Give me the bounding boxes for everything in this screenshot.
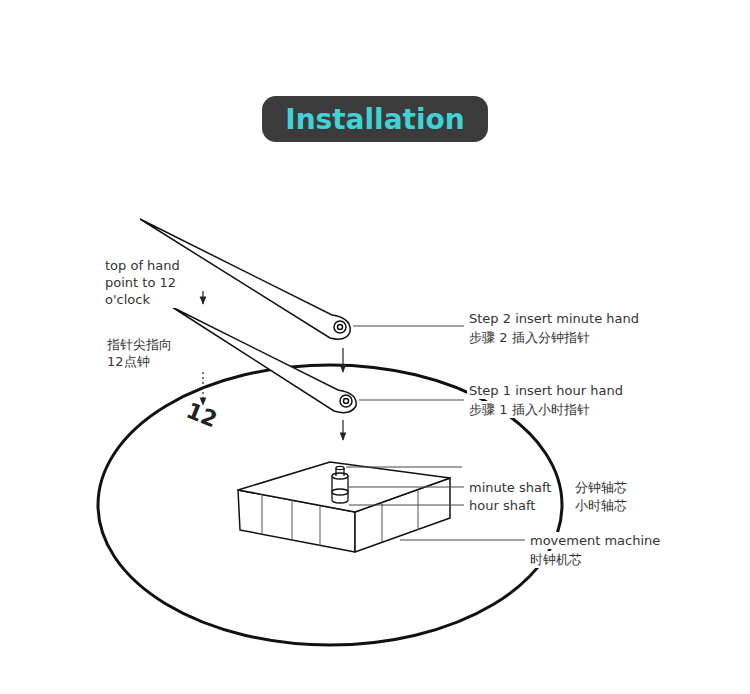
note-text: 指针尖指向 12点钟 — [105, 336, 183, 370]
shaft — [332, 466, 348, 503]
title-badge: Installation — [262, 96, 488, 142]
title: Installation — [285, 103, 465, 136]
part-label: hour shaft — [467, 497, 537, 514]
arrow — [203, 291, 343, 440]
part-label: 时钟机芯 — [528, 551, 584, 568]
part-label: 小时轴芯 — [573, 497, 629, 514]
part-label: 分钟轴芯 — [573, 479, 629, 496]
step-label: Step 1 insert hour hand — [467, 382, 625, 399]
step-label: Step 2 insert minute hand — [467, 310, 641, 327]
note-text: top of hand point to 12 o'clock — [103, 257, 195, 308]
hour-hand — [172, 307, 356, 413]
part-label: movement machine — [528, 532, 662, 549]
dial-number: 12 — [181, 398, 222, 433]
step-label: 步骤 2 插入分钟指针 — [467, 329, 592, 346]
movement-box — [238, 462, 450, 552]
part-label: minute shaft — [467, 479, 553, 496]
step-label: 步骤 1 插入小时指针 — [467, 401, 592, 418]
